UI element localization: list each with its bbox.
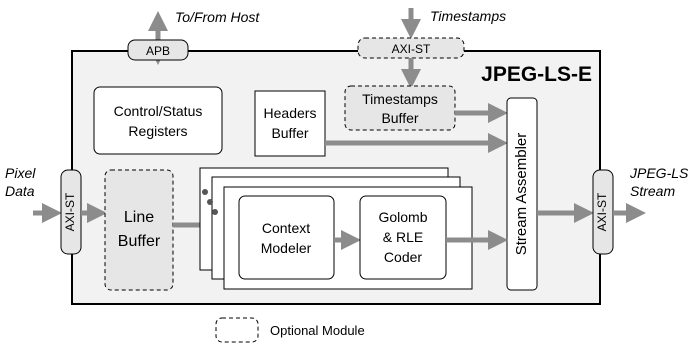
- pixel-data-label-2: Data: [5, 183, 35, 199]
- apb-port: [127, 39, 189, 61]
- pixel-data-label-1: Pixel: [5, 165, 36, 181]
- stack-dot: [202, 189, 208, 195]
- legend-optional-swatch: [215, 317, 259, 343]
- legend-optional-label: Optional Module: [270, 323, 365, 338]
- stream-assembler: [506, 97, 538, 291]
- jpeg-ls-stream-label-2: Stream: [630, 183, 675, 199]
- timestamps-buffer: [344, 85, 456, 131]
- control-status-label-2: Registers: [128, 123, 187, 139]
- control-status-label-1: Control/Status: [114, 103, 203, 119]
- jpeg-ls-stream-label-1: JPEG-LS: [629, 165, 689, 181]
- line-buffer: [104, 169, 174, 291]
- context-modeler: [238, 195, 335, 280]
- headers-buffer-label-1: Headers: [264, 105, 317, 121]
- axi-st-top-port: [357, 37, 465, 59]
- headers-buffer-label-2: Buffer: [271, 125, 308, 141]
- apb-label: APB: [146, 44, 170, 58]
- chip-title: JPEG-LS-E: [481, 63, 592, 86]
- stack-dot: [207, 199, 213, 205]
- golomb-label-2: & RLE: [383, 229, 423, 245]
- control-status-registers: [93, 86, 223, 155]
- golomb-label-3: Coder: [384, 249, 422, 265]
- line-buffer-label-1: Line: [124, 209, 154, 226]
- stream-assembler-label: Stream Assembler: [513, 133, 530, 256]
- timestamps-buffer-label-1: Timestamps: [362, 91, 438, 107]
- axi-st-left-label: AXI-ST: [63, 192, 77, 231]
- stack-dot: [212, 209, 218, 215]
- axi-st-right-label: AXI-ST: [595, 192, 609, 231]
- timestamps-in-label: Timestamps: [430, 8, 506, 24]
- to-from-host-label: To/From Host: [175, 9, 260, 25]
- context-modeler-label-1: Context: [262, 220, 310, 236]
- timestamps-buffer-label-2: Buffer: [381, 110, 418, 126]
- line-buffer-label-2: Buffer: [118, 233, 161, 250]
- golomb-label-1: Golomb: [378, 209, 427, 225]
- axi-st-top-label: AXI-ST: [392, 42, 431, 56]
- headers-buffer: [254, 90, 326, 157]
- context-modeler-label-2: Modeler: [261, 240, 312, 256]
